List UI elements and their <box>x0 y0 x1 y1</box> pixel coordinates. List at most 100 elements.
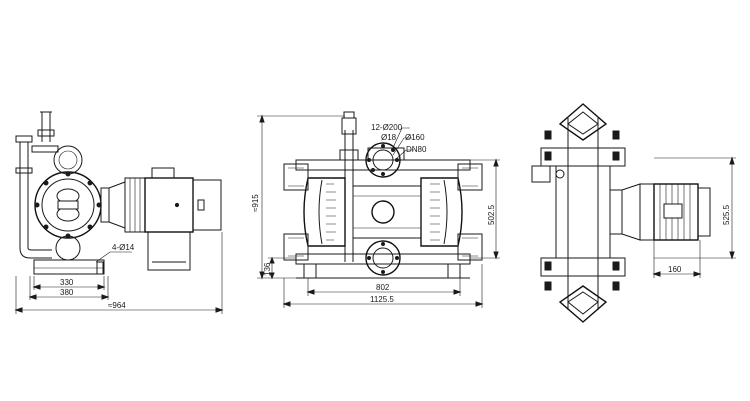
top-dim-160-arrow-l <box>652 271 661 277</box>
front-air-valve-cap <box>343 111 355 119</box>
side-dim-380-arrow-r <box>101 294 110 300</box>
front-right-ribs <box>430 183 440 241</box>
top-dim-160: 160 <box>668 265 682 274</box>
top-motor-terminal <box>663 203 683 219</box>
front-top-manifold <box>295 159 471 171</box>
side-inlet-flange-top <box>15 135 33 143</box>
side-motor-body <box>144 177 194 233</box>
side-discharge-flange <box>37 129 55 137</box>
side-motor-terminal-box <box>151 167 175 179</box>
front-nominal-diameter: DN80 <box>406 145 427 154</box>
side-dim-380: 380 <box>60 288 74 297</box>
front-left-side-bolts <box>288 167 304 257</box>
side-inlet-pipe <box>19 141 29 248</box>
front-center-bore <box>371 200 395 224</box>
side-base-frame <box>33 259 105 275</box>
side-hole-leader <box>95 251 132 263</box>
front-air-fitting <box>339 149 359 161</box>
front-left-ribs <box>326 183 336 241</box>
front-dim-802: 802 <box>376 283 390 292</box>
front-dim-1125-arrow-l <box>282 301 291 307</box>
front-flange-leader <box>391 127 414 161</box>
side-dim-964: ≈964 <box>108 301 126 310</box>
front-dim-802-line <box>307 278 461 296</box>
side-upper-chamber-inner <box>58 150 78 170</box>
front-dim-802-arrow-l <box>306 289 315 295</box>
front-dflange-bolt-4 <box>367 158 371 162</box>
side-dim-964-line <box>15 232 223 314</box>
top-lower-bolt-l <box>544 261 552 271</box>
top-view: 525.5 160 <box>531 103 736 323</box>
side-motor-stand <box>147 232 191 271</box>
side-bolt-1 <box>65 171 71 177</box>
side-motor-fan-cover <box>192 179 222 231</box>
top-motor-fan <box>697 187 711 237</box>
top-dim-525-arrow-t <box>729 156 735 165</box>
front-flange-bolt-circle: Ø160 <box>405 133 425 142</box>
front-dim-915-line <box>257 115 345 279</box>
front-left-diaphragm <box>318 179 323 245</box>
side-dim-380-line <box>29 276 109 300</box>
top-lower-bolt-r <box>612 261 620 271</box>
front-suction-flange-inner <box>372 247 394 269</box>
side-gearbox-fins <box>129 178 141 232</box>
front-right-foot <box>447 263 461 279</box>
front-dim-width: 1125.5 <box>370 295 394 304</box>
front-dflange-bolt-1 <box>381 144 385 148</box>
front-top-flange <box>367 147 405 161</box>
front-dim-502-arrow-t <box>493 158 499 167</box>
front-air-valve <box>341 117 357 135</box>
top-air-valve-knob <box>555 169 565 179</box>
front-dim-915-arrow-b <box>259 271 265 280</box>
side-dim-330-arrow-l <box>32 284 41 290</box>
top-lower-diamond <box>558 285 608 323</box>
side-bolt-8 <box>43 180 49 186</box>
front-center-body <box>352 185 422 239</box>
top-upper-bolt-r2 <box>612 151 620 161</box>
side-dim-330-arrow-r <box>97 284 106 290</box>
side-bolt-4 <box>87 224 93 230</box>
top-lower-crossbar <box>540 257 626 277</box>
top-dim-525: 525.5 <box>722 204 731 225</box>
side-motor-dot <box>174 202 180 208</box>
front-dim-1125-arrow-r <box>475 301 484 307</box>
front-right-upper-housing <box>457 163 483 191</box>
front-dim-1125-line <box>283 264 483 308</box>
front-sflange-bolt-3 <box>381 270 385 274</box>
side-bolt-3 <box>96 202 102 208</box>
side-coupling-taper <box>108 181 126 229</box>
front-dim-136-arrow-t <box>269 256 275 264</box>
front-center-lines <box>353 195 421 229</box>
front-dflange-bolt-3 <box>381 172 385 176</box>
front-left-upper-housing <box>283 163 309 191</box>
side-center-block <box>57 200 79 210</box>
side-pump-housing-inner <box>41 178 95 232</box>
top-gear-taper <box>621 183 641 241</box>
top-dim-160-line <box>653 240 701 278</box>
front-flange-outer: 12-Ø200 <box>371 123 403 132</box>
side-base-right-foot <box>96 261 104 275</box>
side-dim-380-arrow-l <box>28 294 37 300</box>
top-upper-bolt-r <box>612 130 620 140</box>
front-discharge-flange-inner <box>372 149 394 171</box>
front-sflange-bolt-2 <box>395 256 399 260</box>
top-coupling <box>609 189 623 235</box>
side-discharge-pipe <box>40 111 52 142</box>
side-discharge-elbow <box>31 145 59 153</box>
side-bolt-7 <box>34 202 40 208</box>
front-sflange-bolt-1 <box>381 242 385 246</box>
top-pump-body <box>555 165 611 259</box>
front-dim-136: 136 <box>263 262 272 276</box>
top-manifold-pipe <box>567 118 599 310</box>
front-sflange-bolt-4 <box>367 256 371 260</box>
top-lower-bolt-r2 <box>612 281 620 291</box>
side-dim-964-arrow-r <box>215 307 224 313</box>
side-view: 4-Ø14 330 380 ≈964 <box>14 111 224 314</box>
top-dim-525-line <box>654 157 736 259</box>
front-dflange-bolt-5 <box>391 148 395 152</box>
side-bolt-6 <box>43 224 49 230</box>
front-dim-915-arrow-t <box>259 114 265 123</box>
side-bolt-2 <box>87 180 93 186</box>
front-left-chamber <box>303 177 346 247</box>
